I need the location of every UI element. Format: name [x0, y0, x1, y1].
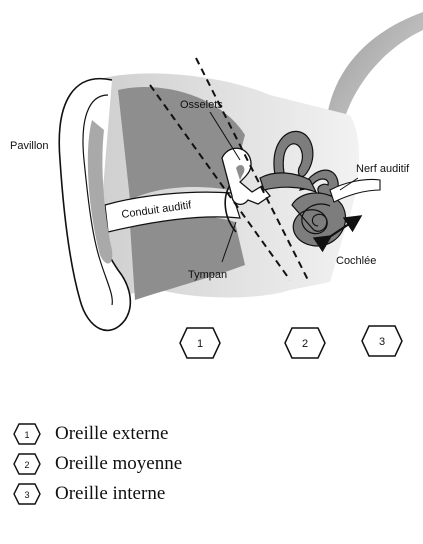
legend-badge-2: 2 — [12, 452, 42, 476]
legend-badge-3: 3 — [12, 482, 42, 506]
label-tympan: Tympan — [188, 269, 227, 281]
label-pavillon: Pavillon — [10, 140, 49, 152]
legend-text-oreille-moyenne: Oreille moyenne — [55, 453, 182, 475]
legend-badge-1: 1 — [12, 422, 42, 446]
label-nerf-auditif: Nerf auditif — [356, 163, 410, 175]
svg-text:1: 1 — [197, 338, 203, 350]
label-cochlee: Cochlée — [336, 255, 376, 267]
legend-text-oreille-externe: Oreille externe — [55, 423, 168, 445]
svg-text:3: 3 — [379, 336, 385, 348]
ear-anatomy-diagram: Pavillon Osselets Nerf auditif Conduit a… — [0, 0, 423, 400]
legend-item-oreille-externe: 1 Oreille externe — [12, 420, 168, 448]
svg-text:2: 2 — [24, 460, 29, 470]
zone-badge-1: 1 — [180, 328, 220, 358]
legend-text-oreille-interne: Oreille interne — [55, 483, 165, 505]
legend-item-oreille-moyenne: 2 Oreille moyenne — [12, 450, 182, 478]
svg-text:2: 2 — [302, 338, 308, 350]
zone-badge-3: 3 — [362, 326, 402, 356]
legend-item-oreille-interne: 3 Oreille interne — [12, 480, 165, 508]
svg-text:1: 1 — [24, 430, 29, 440]
label-osselets: Osselets — [180, 99, 223, 111]
svg-text:3: 3 — [24, 490, 29, 500]
zone-badge-2: 2 — [285, 328, 325, 358]
